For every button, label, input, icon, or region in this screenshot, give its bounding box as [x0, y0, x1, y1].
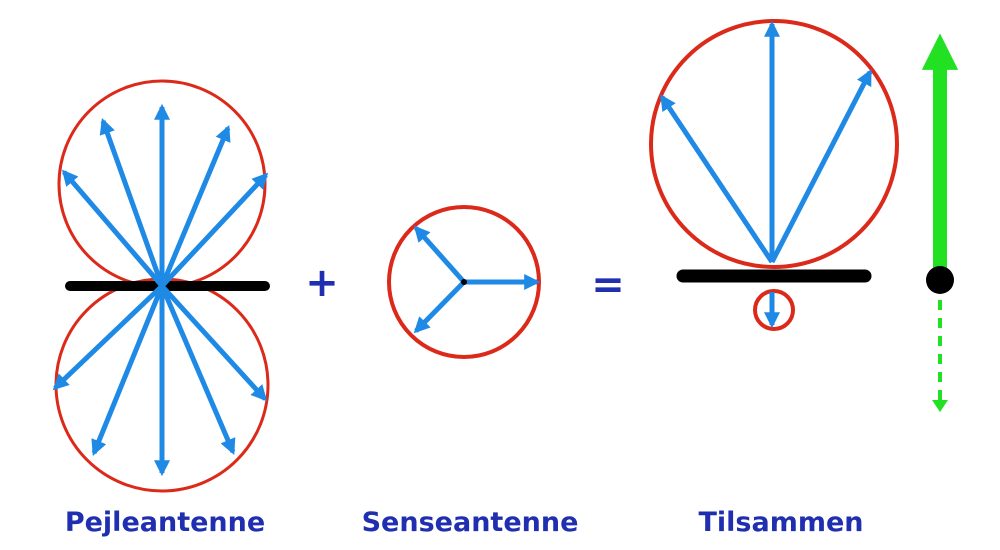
pattern-arrow — [159, 285, 236, 455]
pattern-arrow — [413, 225, 466, 284]
pattern-arrow — [659, 94, 775, 264]
pattern-arrow — [91, 285, 165, 456]
plus-operator: + — [305, 260, 339, 306]
pattern-arrow — [99, 117, 165, 287]
label-pejleantenne: Pejleantenne — [65, 507, 265, 538]
tilsammen-arrows — [659, 20, 873, 329]
result-indicator — [921, 33, 959, 412]
pattern-arrow — [413, 280, 466, 334]
pejleantenne-arrows — [52, 103, 269, 477]
pattern-arrow — [769, 69, 873, 264]
label-tilsammen: Tilsammen — [698, 507, 863, 538]
pattern-arrow — [61, 169, 164, 288]
pattern-arrow — [160, 172, 269, 288]
pattern-arrow — [52, 284, 164, 391]
senseantenne-arrows — [413, 225, 541, 334]
sense-antenna-point — [461, 279, 467, 285]
result-antenna-point — [926, 266, 954, 294]
pattern-arrow — [160, 284, 268, 402]
result-dashed-arrowhead — [932, 400, 948, 412]
small-back-lobe-outline — [753, 289, 795, 331]
label-senseantenne: Senseantenne — [362, 507, 579, 538]
pejleantenne-figure — [52, 79, 270, 493]
tilsammen-figure — [649, 19, 899, 331]
equals-operator: = — [591, 262, 625, 308]
pattern-arrow — [159, 125, 231, 287]
senseantenne-figure — [387, 205, 541, 359]
